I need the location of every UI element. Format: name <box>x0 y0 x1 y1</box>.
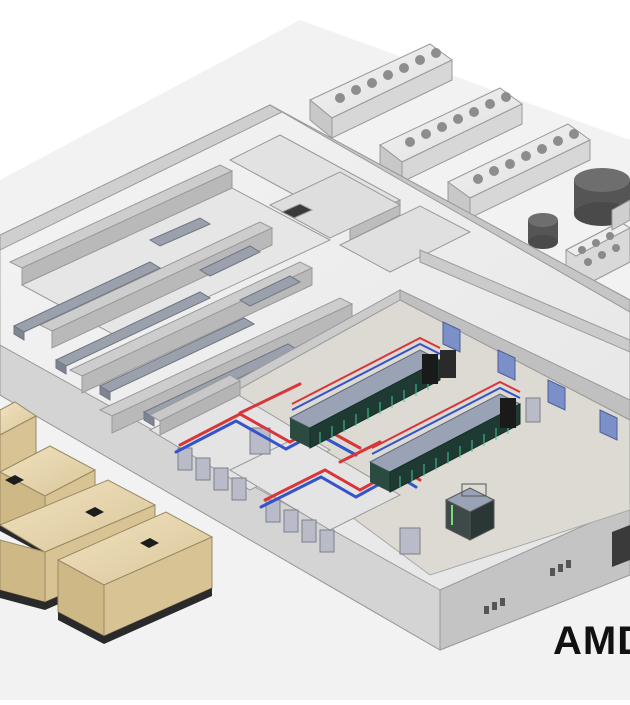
dry-cooler-unit <box>309 43 453 140</box>
wall-panel <box>547 379 566 411</box>
cooling-unit <box>440 350 541 423</box>
service-rooms <box>228 134 630 353</box>
return-pipe <box>174 419 358 457</box>
wall-panel <box>442 321 461 353</box>
dark-unit <box>280 203 314 219</box>
hallway-wall-panels <box>442 321 618 441</box>
wall-panel <box>599 409 618 441</box>
brand-logo: AMD <box>553 619 630 663</box>
server-row <box>368 380 522 493</box>
loading-door <box>612 525 630 567</box>
exterior-vents <box>484 560 571 614</box>
chiller-unit <box>564 199 630 291</box>
electrical-rooms <box>148 374 402 531</box>
supply-pipe <box>238 382 302 415</box>
cooling-unit <box>444 483 496 541</box>
switchgear <box>177 427 421 555</box>
server-row <box>288 336 442 449</box>
building <box>0 104 630 651</box>
wall-panel <box>497 349 516 381</box>
backup-generators <box>0 401 214 644</box>
dry-cooler-unit <box>447 123 591 219</box>
generator <box>56 511 214 644</box>
upper-halls <box>8 164 354 434</box>
supply-pipe <box>338 440 382 464</box>
small-tank <box>528 213 558 249</box>
